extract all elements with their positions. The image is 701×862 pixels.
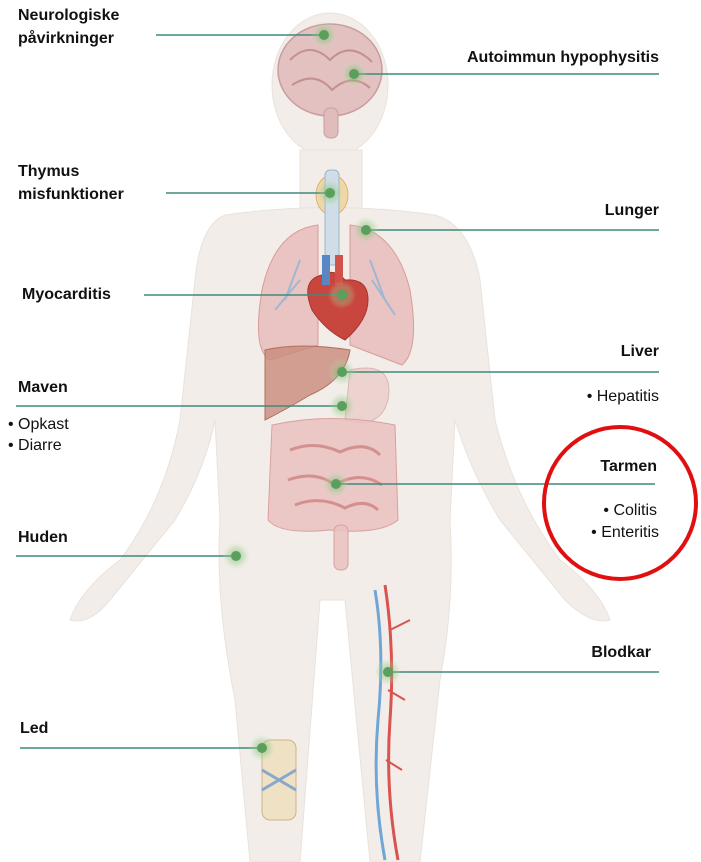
marker-maven bbox=[328, 392, 356, 420]
label-myocarditis: Myocarditis bbox=[22, 285, 111, 305]
marker-liver bbox=[328, 358, 356, 386]
label-blodkar: Blodkar bbox=[591, 643, 651, 663]
label-liver: Liver bbox=[621, 342, 659, 362]
label-hypophysitis: Autoimmun hypophysitis bbox=[467, 48, 659, 68]
label-led: Led bbox=[20, 719, 48, 739]
marker-hypophysitis bbox=[340, 60, 368, 88]
bullet-tarmen-1: • Enteritis bbox=[591, 522, 659, 543]
label-neuro-line1: Neurologiske bbox=[18, 6, 119, 26]
marker-thymus bbox=[316, 179, 344, 207]
marker-myocarditis bbox=[328, 281, 356, 309]
marker-huden bbox=[222, 542, 250, 570]
label-tarmen: Tarmen bbox=[600, 457, 657, 477]
marker-lunger bbox=[352, 216, 380, 244]
bullet-maven-0: • Opkast bbox=[8, 414, 69, 435]
bullet-maven-1: • Diarre bbox=[8, 435, 62, 456]
marker-neuro bbox=[310, 21, 338, 49]
bullet-liver-0: • Hepatitis bbox=[587, 386, 659, 407]
marker-blodkar bbox=[374, 658, 402, 686]
label-thymus-line2: misfunktioner bbox=[18, 185, 124, 205]
label-maven: Maven bbox=[18, 378, 68, 398]
marker-led bbox=[248, 734, 276, 762]
label-lunger: Lunger bbox=[605, 201, 659, 221]
label-neuro-line2: påvirkninger bbox=[18, 29, 114, 49]
bullet-tarmen-0: • Colitis bbox=[603, 500, 657, 521]
label-huden: Huden bbox=[18, 528, 68, 548]
marker-tarmen bbox=[322, 470, 350, 498]
label-thymus-line1: Thymus bbox=[18, 162, 79, 182]
